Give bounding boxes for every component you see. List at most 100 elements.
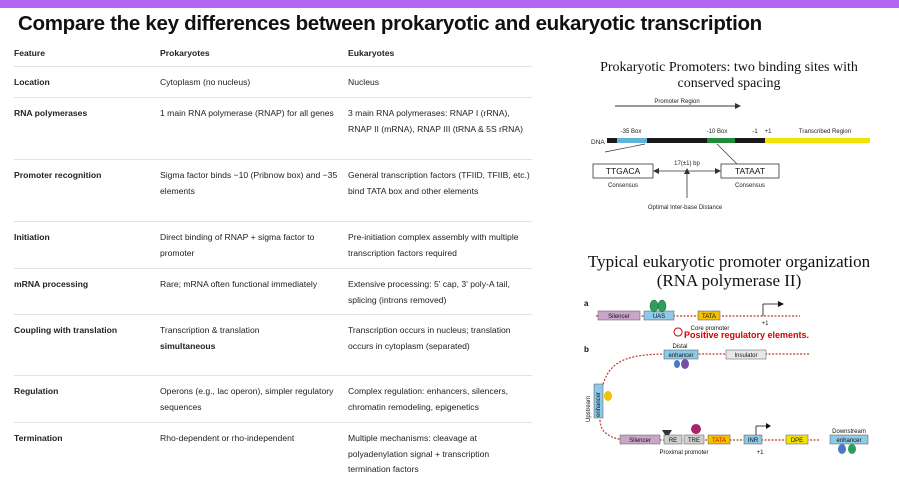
table-row: Promoter recognition Sigma factor binds …: [14, 159, 532, 222]
page-title: Compare the key differences between prok…: [18, 12, 762, 35]
insulator-label: Insulator: [734, 353, 757, 359]
prokaryote-cell: Operons (e.g., lac operon), simpler regu…: [160, 375, 348, 423]
eukaryotic-promoter-diagram: a Silencer UAS TATA Core promoter +1 Pos…: [584, 299, 869, 456]
promoter-region-arrowhead: [735, 103, 741, 109]
insulator-box: [725, 349, 767, 360]
downstream-label: Downstream: [832, 429, 866, 435]
silencer-box-a: [597, 310, 641, 321]
minus10-box-segment: [707, 138, 735, 143]
distal-coactivator-protein: [674, 360, 680, 368]
prokaryote-cell: Sigma factor binds −10 (Pribnow box) and…: [160, 159, 348, 222]
tss-arrowhead-a: [778, 301, 784, 307]
minus10-consensus-box: [720, 163, 780, 179]
dna-spacer: [647, 138, 707, 143]
minus35-label: -35 Box: [621, 129, 642, 135]
eukaryote-cell: Nucleus: [348, 66, 532, 98]
eukaryote-cell: Multiple mechanisms: cleavage at polyade…: [348, 433, 490, 474]
looped-dna-strand: [599, 353, 810, 413]
table-row: Coupling with translation Transcription …: [14, 314, 532, 376]
minus10-sequence: TATAAT: [735, 166, 765, 176]
prokaryote-emphasis: simultaneous: [160, 340, 216, 351]
prokaryote-cell: Transcription & translation simultaneous: [160, 314, 348, 376]
plus1-label-a: +1: [762, 321, 770, 327]
uas-label: UAS: [653, 314, 665, 320]
column-header-eukaryotes: Eukaryotes: [348, 40, 532, 67]
tata-label-a: TATA: [702, 314, 716, 320]
tata-box-a: [697, 310, 721, 321]
panel-a-label: a: [584, 299, 589, 308]
distal-enhancer-label: enhancer: [668, 353, 693, 359]
eukaryote-cell: General transcription factors (TFIID, TF…: [348, 159, 532, 222]
minus35-box-segment: [617, 138, 647, 143]
minus35-consensus-label: Consensus: [608, 183, 638, 189]
prokaryotic-figure-title: Prokaryotic Promoters: two binding sites…: [600, 60, 858, 91]
optimal-distance-label: Optimal Inter-base Distance: [648, 205, 723, 211]
eukaryote-cell: 3 main RNA polymerases: RNAP I (rRNA), R…: [348, 97, 532, 160]
dna-strand-left: [607, 138, 617, 143]
eukaryote-cell: Complex regulation: enhancers, silencers…: [348, 375, 532, 423]
downstream-enhancer-label: enhancer: [836, 438, 861, 444]
tre-box: [683, 434, 705, 445]
inr-label: INR: [748, 438, 759, 444]
silencer-label-b: Silencer: [629, 438, 651, 444]
tre-label: TRE: [688, 438, 700, 444]
silencer-box-b: [619, 434, 661, 445]
feature-cell: Regulation: [14, 375, 160, 423]
upstream-activator-protein: [604, 391, 612, 401]
upstream-enhancer-box: [593, 383, 604, 419]
dna-label: DNA: [591, 139, 605, 146]
table-row: Regulation Operons (e.g., lac operon), s…: [14, 375, 532, 423]
tss-arrowhead-b: [766, 423, 771, 429]
core-promoter-label: Core promoter: [691, 326, 730, 332]
prokaryote-text: Transcription & translation: [160, 325, 260, 335]
minus10-consensus-label: Consensus: [735, 183, 765, 189]
minus35-consensus-box: [592, 163, 654, 179]
top-accent-bar: [0, 0, 899, 8]
minus10-pointer: [716, 143, 738, 165]
transcribed-region-label: Transcribed Region: [799, 129, 851, 135]
feature-cell: mRNA processing: [14, 268, 160, 315]
comparison-table: Feature Prokaryotes Eukaryotes Location …: [14, 40, 532, 479]
plus1-label-b: +1: [757, 450, 765, 456]
feature-cell: Location: [14, 66, 160, 98]
prokaryote-cell: Direct binding of RNAP + sigma factor to…: [160, 221, 348, 269]
spacing-label: 17(±1) bp: [674, 161, 700, 167]
table-header-row: Feature Prokaryotes Eukaryotes: [14, 40, 532, 67]
eukaryote-cell: Extensive processing: 5' cap, 3' poly-A …: [348, 268, 532, 315]
re-box: [663, 434, 683, 445]
inr-box: [743, 434, 763, 445]
feature-cell: Promoter recognition: [14, 159, 160, 222]
downstream-enhancer-box: [829, 434, 869, 445]
spacing-arrowhead-left: [653, 168, 659, 174]
feature-cell: Coupling with translation: [14, 314, 160, 376]
table-row: Initiation Direct binding of RNAP + sigm…: [14, 221, 532, 269]
minus35-sequence: TTGACA: [606, 166, 641, 176]
silencer-label-a: Silencer: [608, 314, 630, 320]
optimal-distance-arrowhead: [684, 168, 690, 174]
uas-box: [643, 310, 675, 321]
tre-binding-protein: [691, 424, 701, 434]
distal-label: Distal: [672, 344, 687, 350]
plus1-label: +1: [765, 129, 773, 135]
feature-cell: RNA polymerases: [14, 97, 160, 160]
eukaryote-cell: Pre-initiation complex assembly with mul…: [348, 221, 532, 269]
column-header-feature: Feature: [14, 40, 160, 67]
upstream-label: Upstream: [586, 396, 592, 422]
minus35-pointer: [604, 143, 646, 153]
re-label: RE: [669, 438, 677, 444]
proximal-promoter-label: Proximal promoter: [659, 450, 708, 456]
activator-protein-right: [657, 299, 667, 313]
minus10-label: -10 Box: [707, 129, 728, 135]
promoter-region-label: Promoter Region: [654, 99, 699, 105]
repressor-protein: [662, 430, 672, 438]
prokaryote-cell: Rare; mRNA often functional immediately: [160, 268, 348, 315]
downstream-activator-protein: [838, 444, 846, 454]
table-row: Termination Rho-dependent or rho-indepen…: [14, 423, 532, 479]
distal-enhancer-box: [663, 349, 699, 360]
table-row: mRNA processing Rare; mRNA often functio…: [14, 268, 532, 315]
tata-box-b: [707, 434, 731, 445]
positive-marker-icon: [673, 327, 683, 337]
table-row: RNA polymerases 1 main RNA polymerase (R…: [14, 97, 532, 160]
eukaryote-cell: Transcription occurs in nucleus; transla…: [348, 314, 532, 376]
upstream-enhancer-label: enhancer: [596, 392, 602, 417]
